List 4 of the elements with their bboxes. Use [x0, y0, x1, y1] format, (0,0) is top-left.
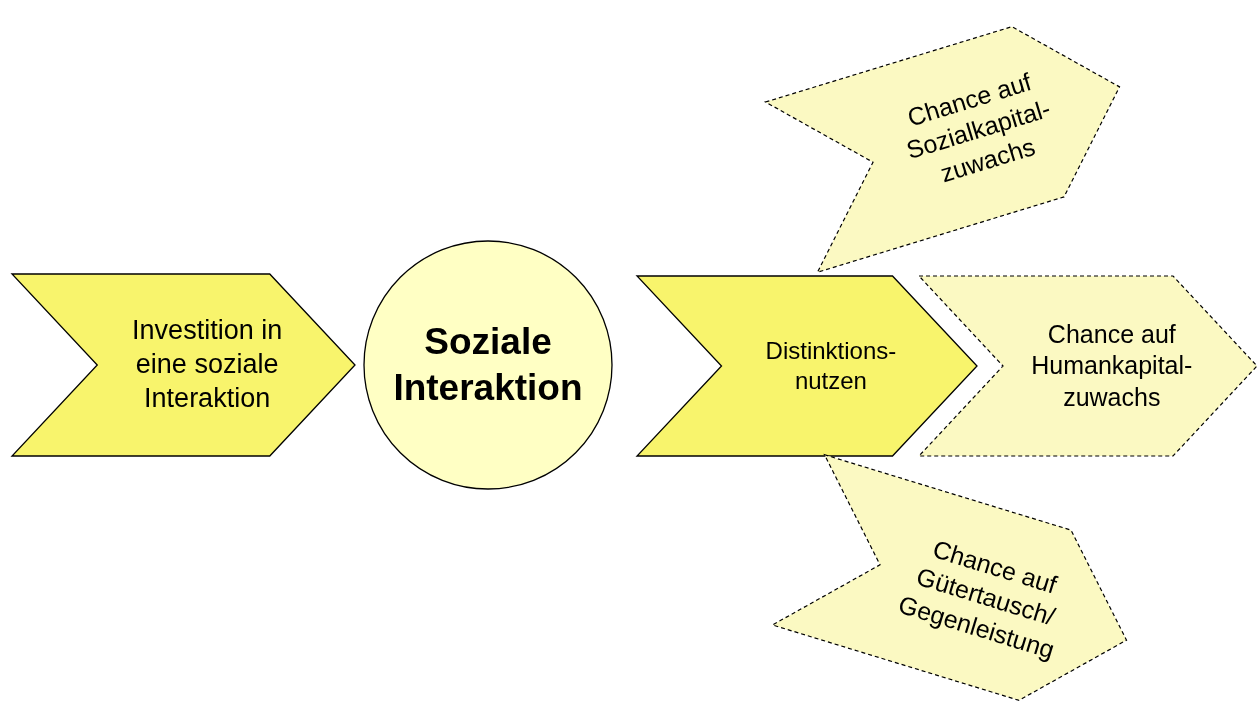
node-label: Soziale Interaktion	[392, 319, 584, 410]
node-label: Investition in eine soziale Interaktion	[131, 314, 284, 415]
node-label: Chance auf Humankapital- zuwachs	[1030, 319, 1194, 413]
node-label: Distinktions- nutzen	[764, 336, 898, 396]
